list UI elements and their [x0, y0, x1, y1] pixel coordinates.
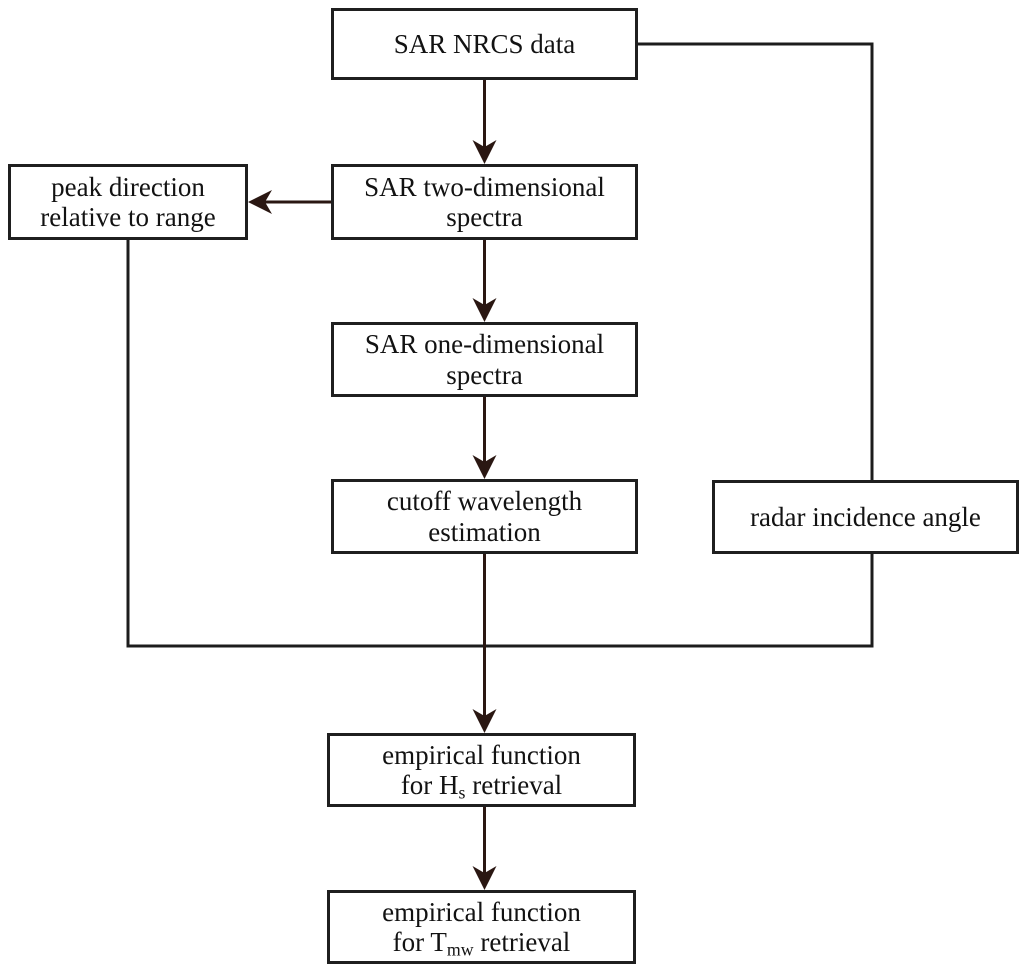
node-label-line2: for Tmw retrieval	[392, 927, 571, 960]
node-peak-direction: peak direction relative to range	[8, 164, 248, 240]
node-label-line2: estimation	[428, 516, 541, 547]
node-label-line2: relative to range	[40, 202, 216, 232]
node-label: SAR NRCS data	[393, 28, 576, 59]
node-sar-one-dimensional-spectra: SAR one-dimensional spectra	[331, 322, 638, 397]
node-label-line2: spectra	[446, 359, 523, 390]
node-label-line1: SAR two-dimensional	[364, 171, 605, 202]
node-empirical-function-tmw: empirical function for Tmw retrieval	[327, 890, 636, 964]
node-cutoff-wavelength-estimation: cutoff wavelength estimation	[331, 479, 638, 554]
subscript-s: s	[458, 782, 466, 803]
edge-merge-line	[126, 240, 874, 648]
node-sar-two-dimensional-spectra: SAR two-dimensional spectra	[331, 164, 638, 240]
node-label-line1: empirical function	[382, 739, 581, 770]
subscript-mw: mw	[446, 939, 474, 960]
node-label-line1: SAR one-dimensional	[364, 329, 605, 359]
node-label-line1: peak direction	[51, 171, 205, 202]
node-label: radar incidence angle	[750, 501, 981, 532]
node-sar-nrcs-data: SAR NRCS data	[331, 8, 638, 80]
node-radar-incidence-angle: radar incidence angle	[712, 480, 1019, 554]
node-label-line1: empirical function	[382, 896, 581, 927]
node-label-line1: cutoff wavelength	[386, 486, 583, 516]
node-label-line2: spectra	[446, 202, 523, 232]
node-label-line2: for Hs retrieval	[400, 770, 563, 803]
edge-nrcs-to-radar-line	[638, 42, 874, 480]
node-empirical-function-hs: empirical function for Hs retrieval	[327, 733, 636, 807]
